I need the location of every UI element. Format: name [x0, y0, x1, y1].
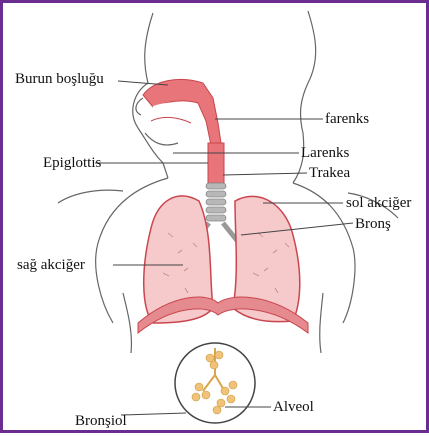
label-pharynx: farenks: [325, 111, 369, 127]
label-left-lung: sol akciğer: [346, 195, 411, 211]
label-right-lung: sağ akciğer: [17, 257, 85, 273]
upper-airway: [143, 79, 221, 145]
label-bronchiole: Bronşiol: [75, 413, 127, 429]
label-larynx: Larenks: [301, 145, 349, 161]
label-bronchus: Bronş: [355, 216, 391, 232]
alveolus-inset: [175, 343, 255, 423]
label-epiglottis: Epiglottis: [43, 155, 102, 171]
label-alveolus: Alveol: [273, 399, 314, 415]
respiratory-system-diagram: Burun boşluğu farenks Larenks Epiglottis…: [3, 3, 429, 436]
label-trachea: Trakea: [309, 165, 350, 181]
label-nasal-cavity: Burun boşluğu: [15, 71, 104, 87]
